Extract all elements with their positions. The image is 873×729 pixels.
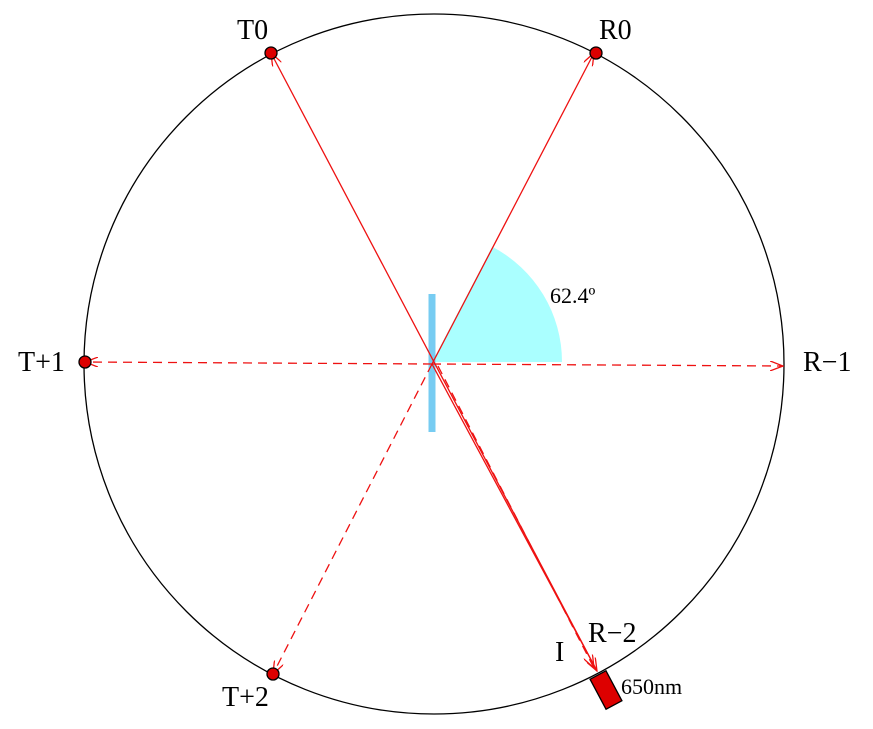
beam-to-r-minus-2 <box>437 365 594 668</box>
point-t-plus-1 <box>78 355 92 369</box>
laser-source <box>589 669 623 711</box>
point-t0 <box>264 46 278 60</box>
label-incident: I <box>555 637 564 668</box>
beam-to-t-plus-2 <box>273 363 433 674</box>
angle-sector <box>432 246 562 362</box>
label-t0: T0 <box>237 15 268 46</box>
beam-to-r0 <box>431 53 594 365</box>
beam-to-t-plus-1 <box>85 362 433 364</box>
label-wavelength: 650nm <box>621 674 682 699</box>
point-t-plus-2 <box>266 667 280 681</box>
label-t-plus-1: T+1 <box>18 347 65 378</box>
label-r-minus-1: R−1 <box>803 347 851 378</box>
label-angle: 62.4º <box>550 283 596 308</box>
label-r-minus-2: R−2 <box>588 618 636 649</box>
label-r0: R0 <box>599 15 632 46</box>
point-r0 <box>589 46 603 60</box>
beam-to-r-minus-1 <box>431 364 783 366</box>
label-t-plus-2: T+2 <box>222 682 269 713</box>
